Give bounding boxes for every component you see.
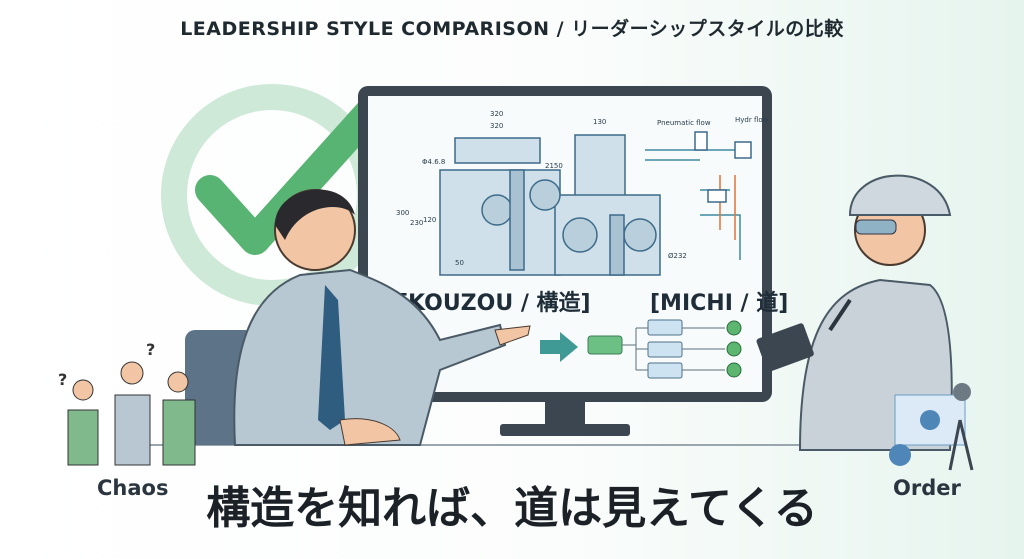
svg-text:320: 320 [490,110,503,118]
svg-text:230: 230 [410,219,423,227]
svg-text:50: 50 [455,259,464,267]
kouzou-label: [KOUZOU / 構造] [398,290,591,316]
svg-text:130: 130 [593,118,606,126]
svg-text:300: 300 [396,209,409,217]
gear-icon [889,383,974,471]
page-title: LEADERSHIP STYLE COMPARISON / リーダーシップスタイ… [180,18,844,40]
svg-text:?: ? [146,340,155,359]
svg-text:Φ4.6.8: Φ4.6.8 [422,158,445,166]
flow-diagram [540,319,742,379]
svg-text:Ø232: Ø232 [668,252,687,260]
leader-figure [185,189,531,446]
tagline: 構造を知れば、道は見えてくる [206,483,818,534]
svg-text:Hydr flow: Hydr flow [735,116,769,124]
drawing-labels: 320 320 130 Φ4.6.8 2150 300 230 120 50 Ø… [396,110,769,267]
svg-text:2150: 2150 [545,162,563,170]
check-circle-icon [161,84,385,306]
order-caption: Order [893,476,961,500]
michi-label: [MICHI / 道] [650,290,788,316]
svg-text:320: 320 [490,122,503,130]
technical-drawing [439,131,752,276]
svg-text:120: 120 [423,216,436,224]
svg-text:?: ? [58,370,67,389]
chaos-caption: Chaos [97,476,169,500]
check-icon [726,320,742,378]
chaos-group: ? ? [58,340,196,466]
svg-text:Pneumatic flow: Pneumatic flow [657,119,711,127]
